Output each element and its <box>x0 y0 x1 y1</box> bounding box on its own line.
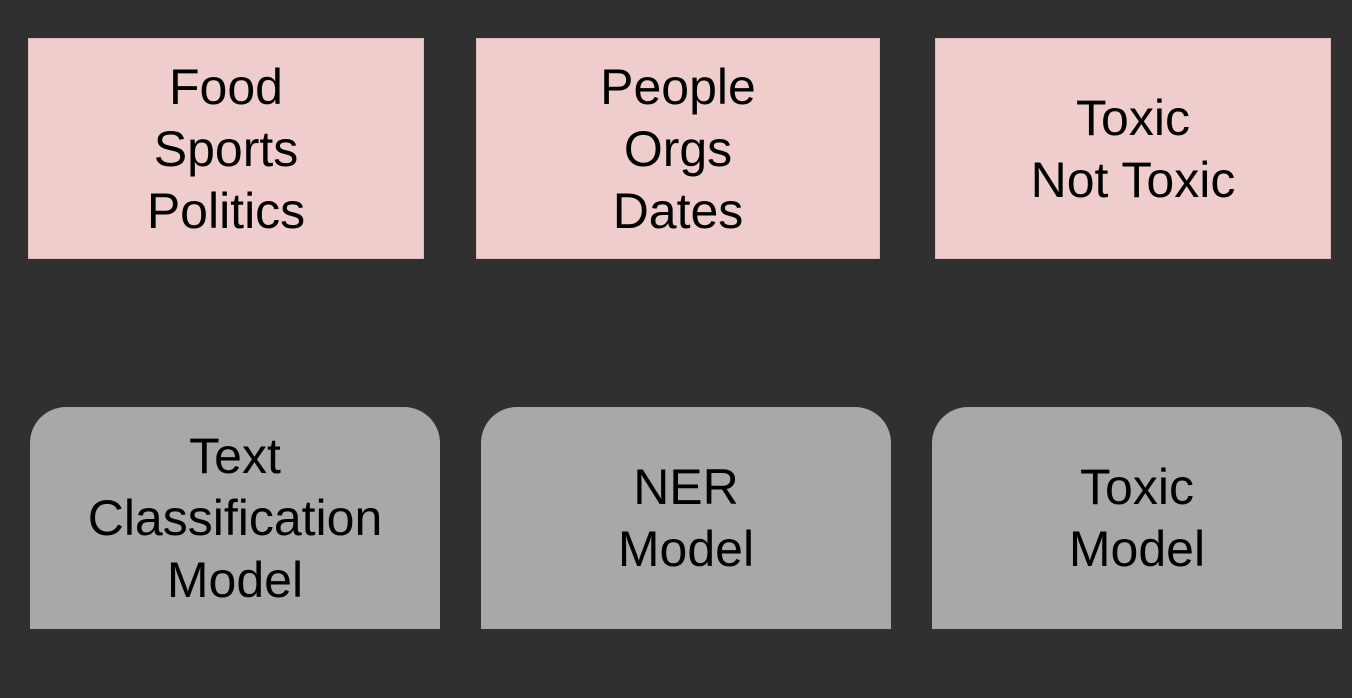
model-label-line: Text <box>189 428 281 484</box>
model-label-line: Toxic <box>1080 459 1194 515</box>
label-set-toxic: Toxic Not Toxic <box>935 38 1331 259</box>
label-item: Sports <box>153 120 299 177</box>
label-set-ner: People Orgs Dates <box>476 38 880 259</box>
label-item: Politics <box>146 182 306 239</box>
model-ner: NER Model <box>481 407 891 629</box>
label-item: Orgs <box>623 120 733 177</box>
label-set-text-classification: Food Sports Politics <box>28 38 424 259</box>
model-label-line: Classification <box>87 490 383 546</box>
model-label-line: Model <box>1068 521 1206 577</box>
model-toxic: Toxic Model <box>932 407 1342 629</box>
label-item: Food <box>169 58 283 115</box>
model-label-line: Model <box>166 552 304 608</box>
model-label-line: NER <box>633 459 739 515</box>
label-item: People <box>600 58 756 115</box>
model-label-line: Model <box>617 521 755 577</box>
label-item: Dates <box>612 182 744 239</box>
label-item: Not Toxic <box>1030 151 1236 208</box>
label-item: Toxic <box>1076 89 1190 146</box>
model-text-classification: Text Classification Model <box>30 407 440 629</box>
